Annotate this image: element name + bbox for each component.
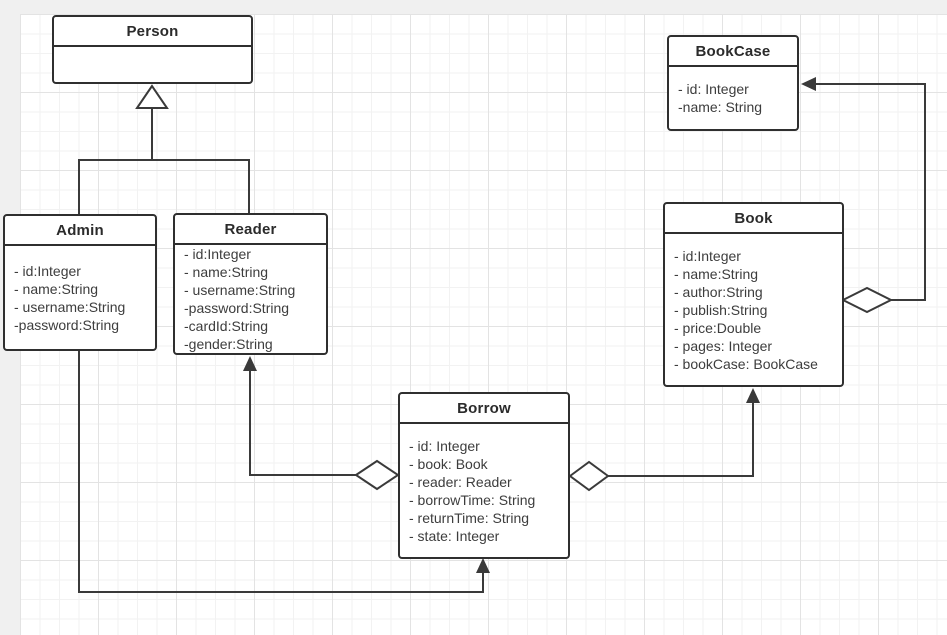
class-attributes <box>54 47 251 82</box>
class-title: Reader <box>175 215 326 245</box>
class-box-person[interactable]: Person <box>52 15 253 84</box>
class-attribute: -gender:String <box>184 336 273 352</box>
class-attribute: - borrowTime: String <box>409 491 536 508</box>
connector-borrow-book[interactable] <box>568 388 760 492</box>
class-attributes: - id:Integer- name:String- author:String… <box>665 234 842 385</box>
class-attributes: - id: Integer -name: String <box>669 67 797 129</box>
class-attribute: - id:Integer <box>184 246 251 262</box>
class-attribute: - id: Integer <box>409 437 480 454</box>
class-box-bookcase[interactable]: BookCase - id: Integer -name: String <box>667 35 799 131</box>
class-attribute: -cardId:String <box>184 318 269 334</box>
class-attribute: - id:Integer <box>674 247 741 264</box>
class-attribute: - reader: Reader <box>409 473 512 490</box>
class-title: Borrow <box>400 394 568 424</box>
class-attribute: - price:Double <box>674 319 762 336</box>
connector-generalization-person[interactable] <box>78 84 250 214</box>
class-attributes: - id:Integer- name:String- username:Stri… <box>5 246 155 349</box>
class-attribute: - username:String <box>184 282 296 298</box>
class-attribute: - book: Book <box>409 455 488 472</box>
solid-arrow-marker <box>801 77 816 91</box>
aggregation-diamond <box>840 286 894 314</box>
class-attribute: - returnTime: String <box>409 509 530 526</box>
class-attribute: - name:String <box>674 265 759 282</box>
class-title: Person <box>54 17 251 47</box>
connector-admin-borrow[interactable] <box>78 351 490 593</box>
class-attribute: - publish:String <box>674 301 768 318</box>
class-attribute: -password:String <box>14 316 120 333</box>
class-attribute: - bookCase: BookCase <box>674 355 818 372</box>
class-title: BookCase <box>669 37 797 67</box>
aggregation-diamond <box>354 459 400 491</box>
class-attribute: - username:String <box>14 298 126 315</box>
class-box-admin[interactable]: Admin - id:Integer- name:String- usernam… <box>3 214 157 351</box>
class-attribute: - id:Integer <box>14 262 81 279</box>
solid-arrow-marker <box>476 558 490 573</box>
class-attribute: - author:String <box>674 283 763 300</box>
class-attribute: -password:String <box>184 300 290 316</box>
class-attribute: - id: Integer <box>678 81 749 97</box>
connector-book-bookcase[interactable] <box>801 77 926 314</box>
solid-arrow-marker <box>243 356 257 371</box>
class-title: Book <box>665 204 842 234</box>
class-attribute: - name:String <box>184 264 269 280</box>
class-box-borrow[interactable]: Borrow - id: Integer- book: Book- reader… <box>398 392 570 559</box>
connector-borrow-reader[interactable] <box>243 356 400 491</box>
class-attributes: - id:Integer - name:String - username:Stri… <box>175 245 326 353</box>
class-box-book[interactable]: Book - id:Integer- name:String- author:S… <box>663 202 844 387</box>
class-attribute: - name:String <box>14 280 99 297</box>
solid-arrow-marker <box>746 388 760 403</box>
class-attribute: -name: String <box>678 99 763 115</box>
class-attribute: - pages: Integer <box>674 337 773 354</box>
aggregation-diamond <box>568 460 610 492</box>
class-attributes: - id: Integer- book: Book- reader: Reade… <box>400 424 568 557</box>
hollow-triangle-marker <box>135 84 169 109</box>
class-attribute: - state: Integer <box>409 527 500 544</box>
class-title: Admin <box>5 216 155 246</box>
class-box-reader[interactable]: Reader - id:Integer - name:String - userna… <box>173 213 328 355</box>
